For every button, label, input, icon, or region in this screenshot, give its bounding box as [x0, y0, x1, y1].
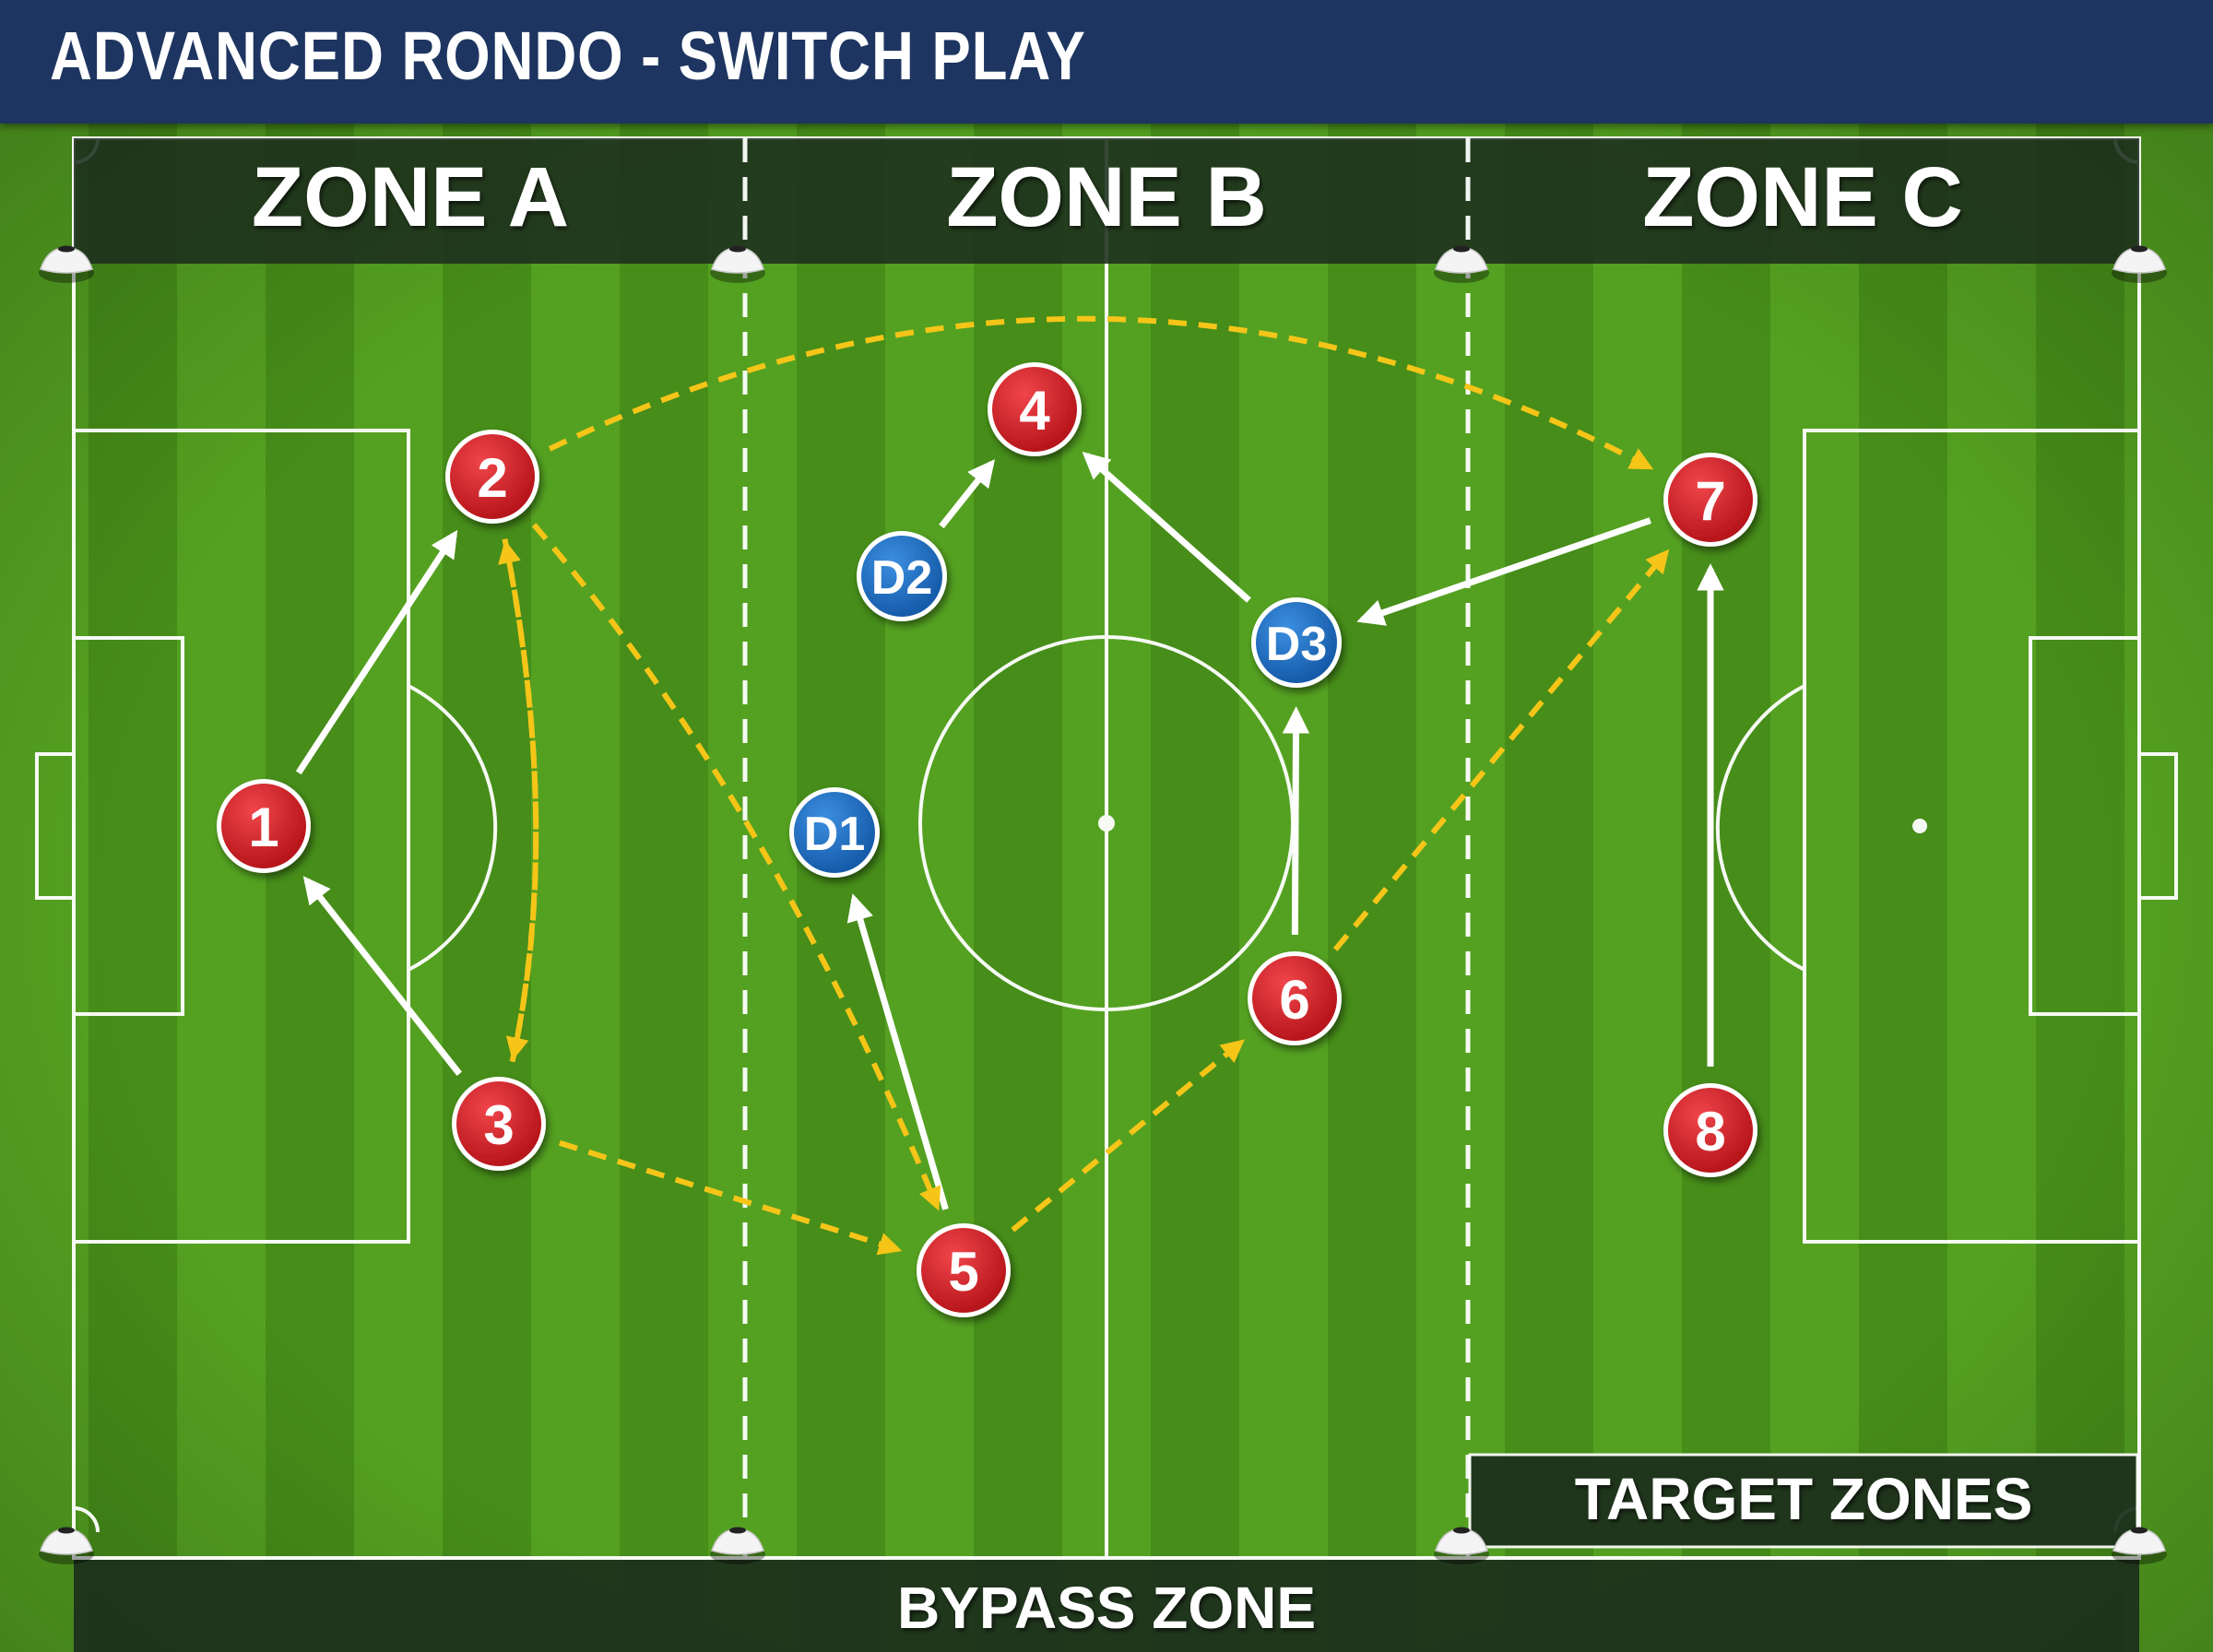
run-arrow [1282, 706, 1310, 936]
right-penalty-arc [1715, 684, 1805, 972]
player-disc [1256, 602, 1337, 683]
zone-dividers [742, 138, 1471, 1558]
player-disc [221, 784, 306, 868]
cone-marker [39, 1527, 94, 1564]
pass-arrow [1332, 549, 1670, 951]
run-arrow [295, 529, 458, 775]
corner-arc [73, 1506, 100, 1533]
player-disc [450, 434, 535, 519]
player-label: 2 [477, 447, 507, 509]
player-disc [1668, 457, 1753, 542]
zone-a-label: ZONE A [252, 150, 569, 244]
cone-marker [39, 245, 94, 283]
run-arrow [939, 459, 995, 529]
run-arrow [846, 893, 949, 1210]
run-arrow [1356, 517, 1651, 626]
title-bar: ADVANCED RONDO - SWITCH PLAY [0, 0, 2213, 124]
bypass-zone-box [74, 1560, 2139, 1652]
attacker-marker: 7 [1663, 453, 1757, 547]
bypass-zone-label: BYPASS ZONE [897, 1575, 1316, 1641]
page-title: ADVANCED RONDO - SWITCH PLAY [50, 18, 1086, 94]
cone-marker [2112, 245, 2167, 283]
player-label: 6 [1279, 969, 1309, 1031]
player-disc [992, 367, 1077, 452]
player-disc [456, 1081, 541, 1166]
bypass-zone-band: BYPASS ZONE [74, 1560, 2139, 1652]
attacker-marker: 6 [1248, 951, 1342, 1045]
attacker-marker: 3 [452, 1077, 546, 1171]
target-zones-box [1468, 1453, 2139, 1549]
player-disc [794, 792, 875, 873]
zone-header: ZONE A ZONE B ZONE C [74, 138, 2139, 264]
pass-arrow [1011, 1039, 1245, 1233]
left-penalty-arc [408, 684, 498, 972]
pass-arrow [498, 539, 539, 1063]
player-label: 1 [248, 796, 278, 858]
cone-marker [1434, 1527, 1489, 1564]
player-label: 4 [1019, 380, 1050, 442]
player-label: 7 [1695, 470, 1725, 532]
player-disc [861, 536, 942, 617]
player-disc [1668, 1088, 1753, 1173]
attacker-marker: 4 [988, 362, 1082, 456]
player-label: D1 [804, 808, 865, 861]
player-label: D2 [871, 551, 932, 605]
movement-arrows [295, 315, 1724, 1256]
run-arrow [1082, 451, 1251, 603]
attacker-marker: 5 [917, 1223, 1011, 1317]
zone-c-label: ZONE C [1642, 150, 1963, 244]
left-goal [35, 752, 76, 900]
defender-marker: D2 [857, 531, 947, 621]
player-label: 8 [1695, 1101, 1725, 1162]
cone-marker [710, 245, 765, 283]
right-penalty-spot [1912, 819, 1927, 833]
right-goal [2137, 752, 2178, 900]
attacker-marker: 8 [1663, 1083, 1757, 1177]
cone-marker [710, 1527, 765, 1564]
cones [39, 245, 2167, 1564]
player-label: D3 [1266, 618, 1327, 671]
target-zones-label: TARGET ZONES [1575, 1466, 2033, 1532]
target-zones-banner: TARGET ZONES [1468, 1453, 2139, 1549]
player-label: 5 [948, 1241, 978, 1303]
player-disc [1252, 956, 1337, 1041]
run-arrow [302, 876, 462, 1077]
cone-marker [1434, 245, 1489, 283]
zone-header-band [74, 138, 2139, 264]
centre-spot [1098, 815, 1115, 832]
player-label: 3 [483, 1094, 514, 1156]
defender-marker: D3 [1251, 597, 1342, 688]
defender-marker: D1 [789, 787, 880, 878]
attacker-marker: 1 [217, 779, 311, 873]
cone-marker [2112, 1527, 2167, 1564]
player-disc [921, 1228, 1006, 1313]
attacker-marker: 2 [445, 430, 539, 524]
zone-b-label: ZONE B [946, 150, 1267, 244]
pass-arrow [531, 523, 941, 1211]
